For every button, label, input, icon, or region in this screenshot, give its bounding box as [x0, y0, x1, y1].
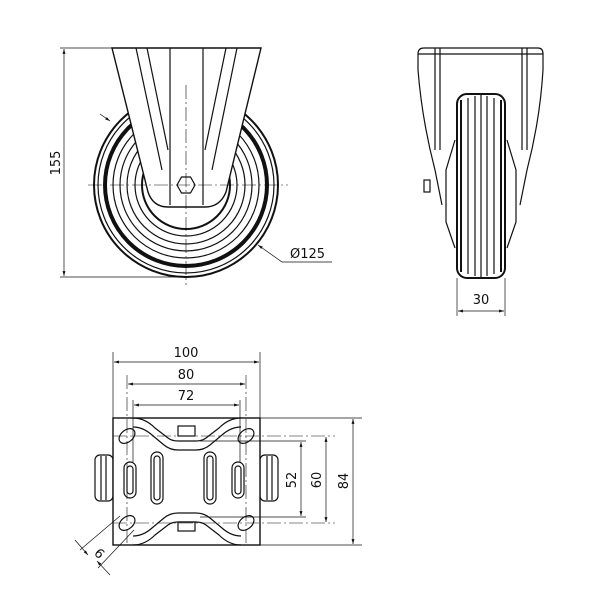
- diameter-label: Ø125: [290, 247, 325, 262]
- plate-depth-label: 84: [337, 473, 352, 490]
- slot-spacing-x-label: 72: [178, 389, 195, 404]
- slots: [123, 451, 245, 505]
- bottom-nut: [177, 521, 196, 532]
- wheel-right-edge: [259, 454, 279, 502]
- hole-spacing-y-label: 60: [310, 472, 325, 489]
- side-view: 30: [417, 47, 544, 316]
- front-view: 155 Ø125: [49, 47, 332, 285]
- hole-diameter-label: 9: [92, 544, 108, 560]
- slot-spacing-y-label: 52: [285, 472, 300, 489]
- side-nut: [423, 179, 431, 193]
- height-label: 155: [49, 151, 64, 176]
- top-view: 100 80 72 84 60 52 9: [74, 346, 362, 576]
- width-label: 30: [473, 293, 490, 308]
- fork-bracket: [111, 47, 262, 208]
- side-bracket: [417, 47, 544, 206]
- plate-width-label: 100: [174, 346, 199, 361]
- wheel-left-edge: [94, 454, 114, 502]
- hole-spacing-x-label: 80: [178, 368, 195, 383]
- fork-ribs: [135, 47, 238, 205]
- hub: [445, 139, 517, 249]
- diameter-leader: [257, 244, 332, 263]
